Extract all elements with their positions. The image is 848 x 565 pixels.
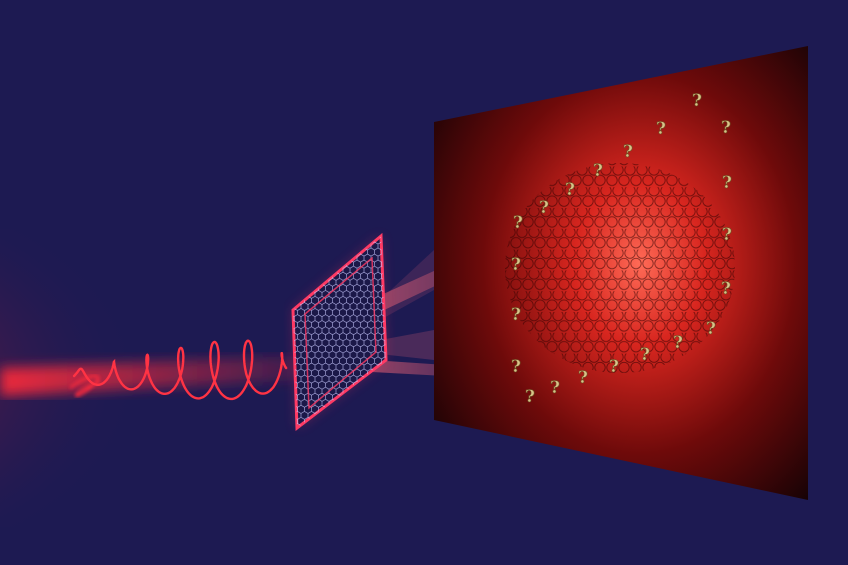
diffraction-pattern [505, 163, 735, 373]
question-mark-icon: ? [511, 305, 521, 325]
question-mark-icon: ? [609, 357, 619, 377]
question-mark-icon: ? [673, 333, 683, 353]
question-mark-icon: ? [721, 118, 731, 138]
question-mark-ring: ????????????????????? [511, 91, 733, 408]
question-mark-icon: ? [550, 378, 560, 398]
projection-screen [434, 46, 808, 500]
hexagonal-lattice-sample [291, 232, 388, 431]
question-mark-icon: ? [656, 119, 666, 139]
question-mark-icon: ? [623, 142, 633, 162]
question-mark-icon: ? [593, 161, 603, 181]
question-mark-icon: ? [706, 319, 716, 339]
question-mark-icon: ? [640, 345, 650, 365]
question-mark-icon: ? [525, 387, 535, 407]
question-mark-icon: ? [722, 225, 732, 245]
question-mark-icon: ? [692, 91, 702, 111]
question-mark-icon: ? [511, 255, 521, 275]
question-mark-icon: ? [722, 173, 732, 193]
question-mark-icon: ? [721, 279, 731, 299]
question-mark-icon: ? [578, 368, 588, 388]
helix-path [72, 339, 288, 401]
question-mark-icon: ? [511, 357, 521, 377]
question-mark-icon: ? [539, 198, 549, 218]
question-mark-icon: ? [565, 180, 575, 200]
question-mark-icon: ? [513, 213, 523, 233]
